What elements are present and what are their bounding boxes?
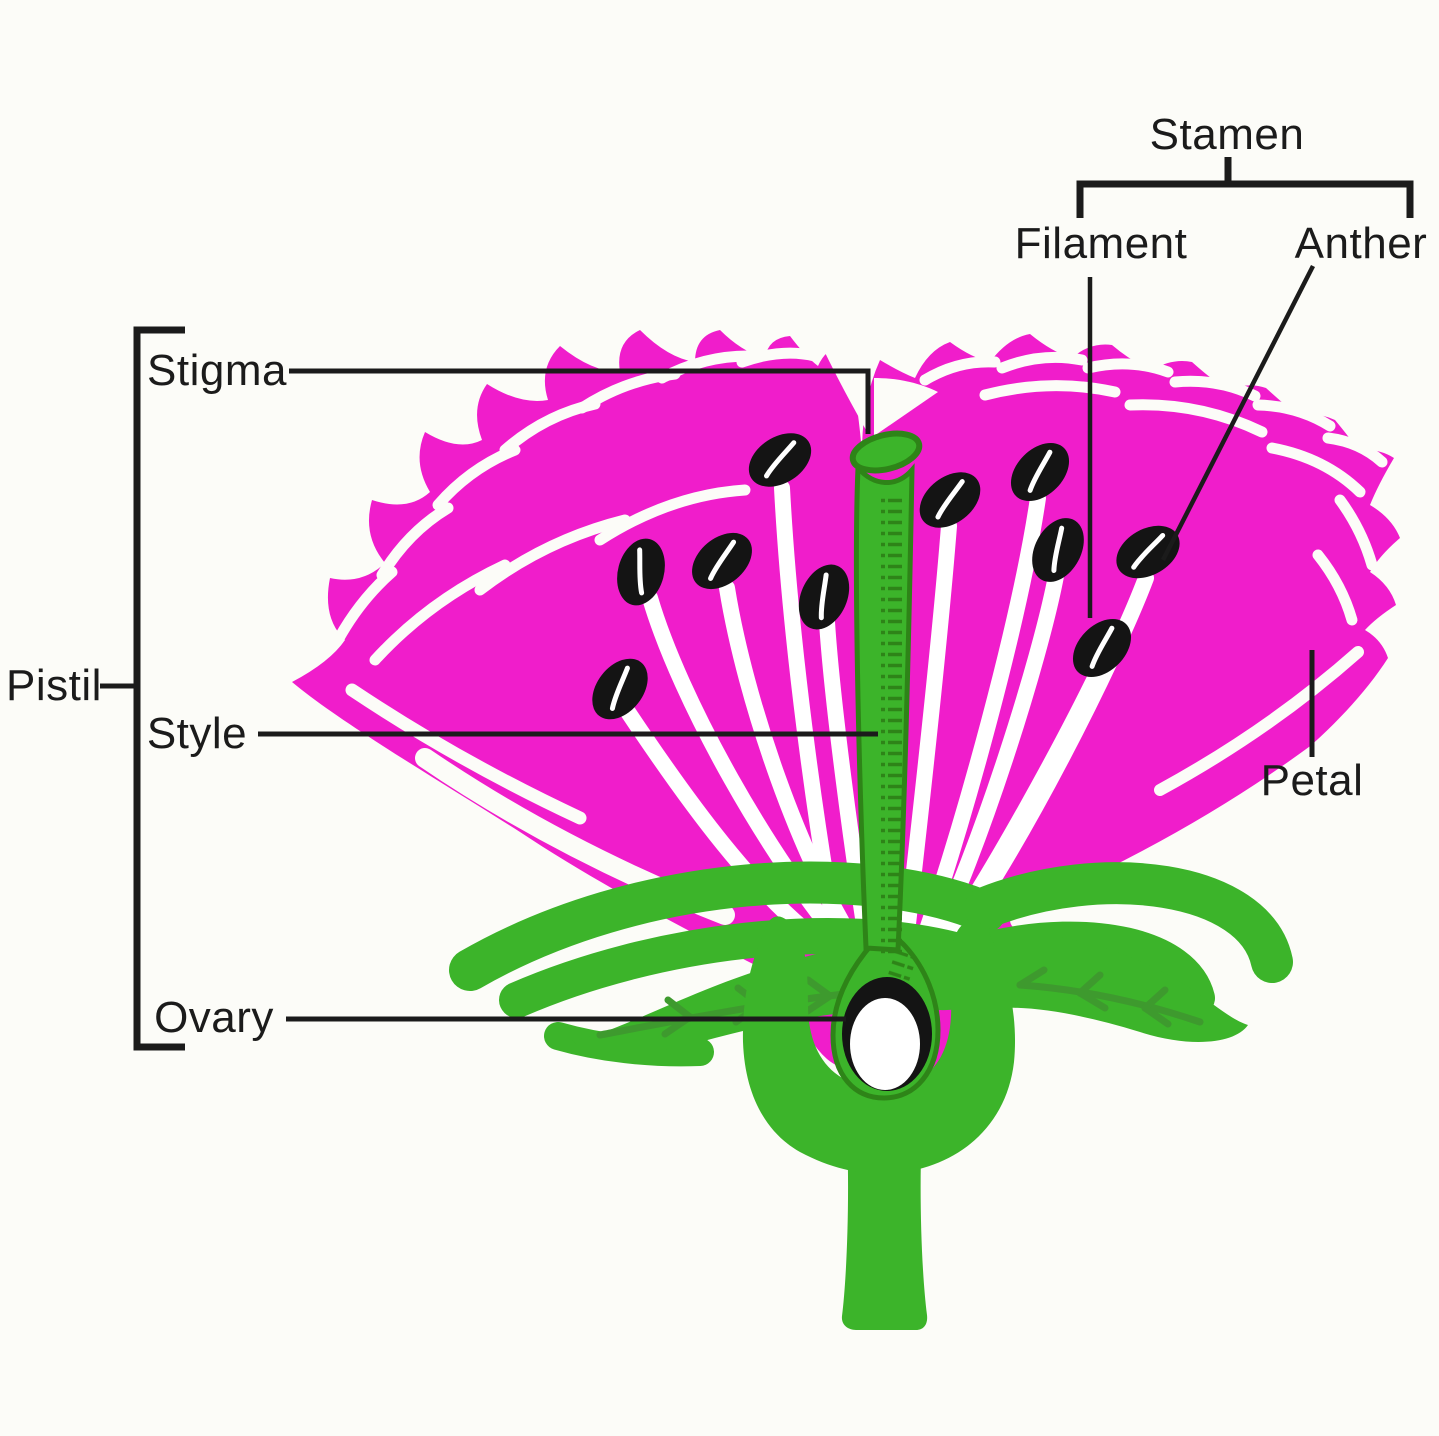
- label-stigma: Stigma: [147, 346, 287, 395]
- label-anther: Anther: [1294, 219, 1428, 268]
- style-rungs-ovary: [886, 949, 917, 988]
- stigma-pointer-line: [289, 368, 871, 434]
- filament-stalk: [642, 590, 856, 958]
- ovary: [830, 933, 941, 1101]
- stigma-tip: [849, 430, 923, 474]
- pistil-style: [849, 430, 923, 988]
- anther-pointer-line: [1160, 264, 1316, 562]
- label-stamen: Stamen: [1149, 110, 1305, 159]
- stamen-bracket: [1076, 157, 1414, 218]
- label-lines: [100, 157, 1414, 1051]
- pistil-bracket: [133, 326, 185, 1051]
- style-rungs: [881, 494, 902, 956]
- stem: [841, 1130, 928, 1330]
- filament-stalk: [819, 614, 876, 958]
- ovule: [850, 998, 920, 1090]
- receptacle-cup: [742, 916, 1016, 1174]
- label-pistil: Pistil: [6, 661, 102, 710]
- petal-notches: [820, 342, 938, 436]
- sepal-right: [964, 862, 1293, 1042]
- label-filament: Filament: [1014, 219, 1188, 268]
- label-petal: Petal: [1260, 756, 1364, 805]
- label-style: Style: [146, 709, 248, 758]
- petals: [292, 330, 1400, 1078]
- label-ovary: Ovary: [154, 993, 274, 1042]
- sepal-right-vein: [1016, 966, 1204, 1028]
